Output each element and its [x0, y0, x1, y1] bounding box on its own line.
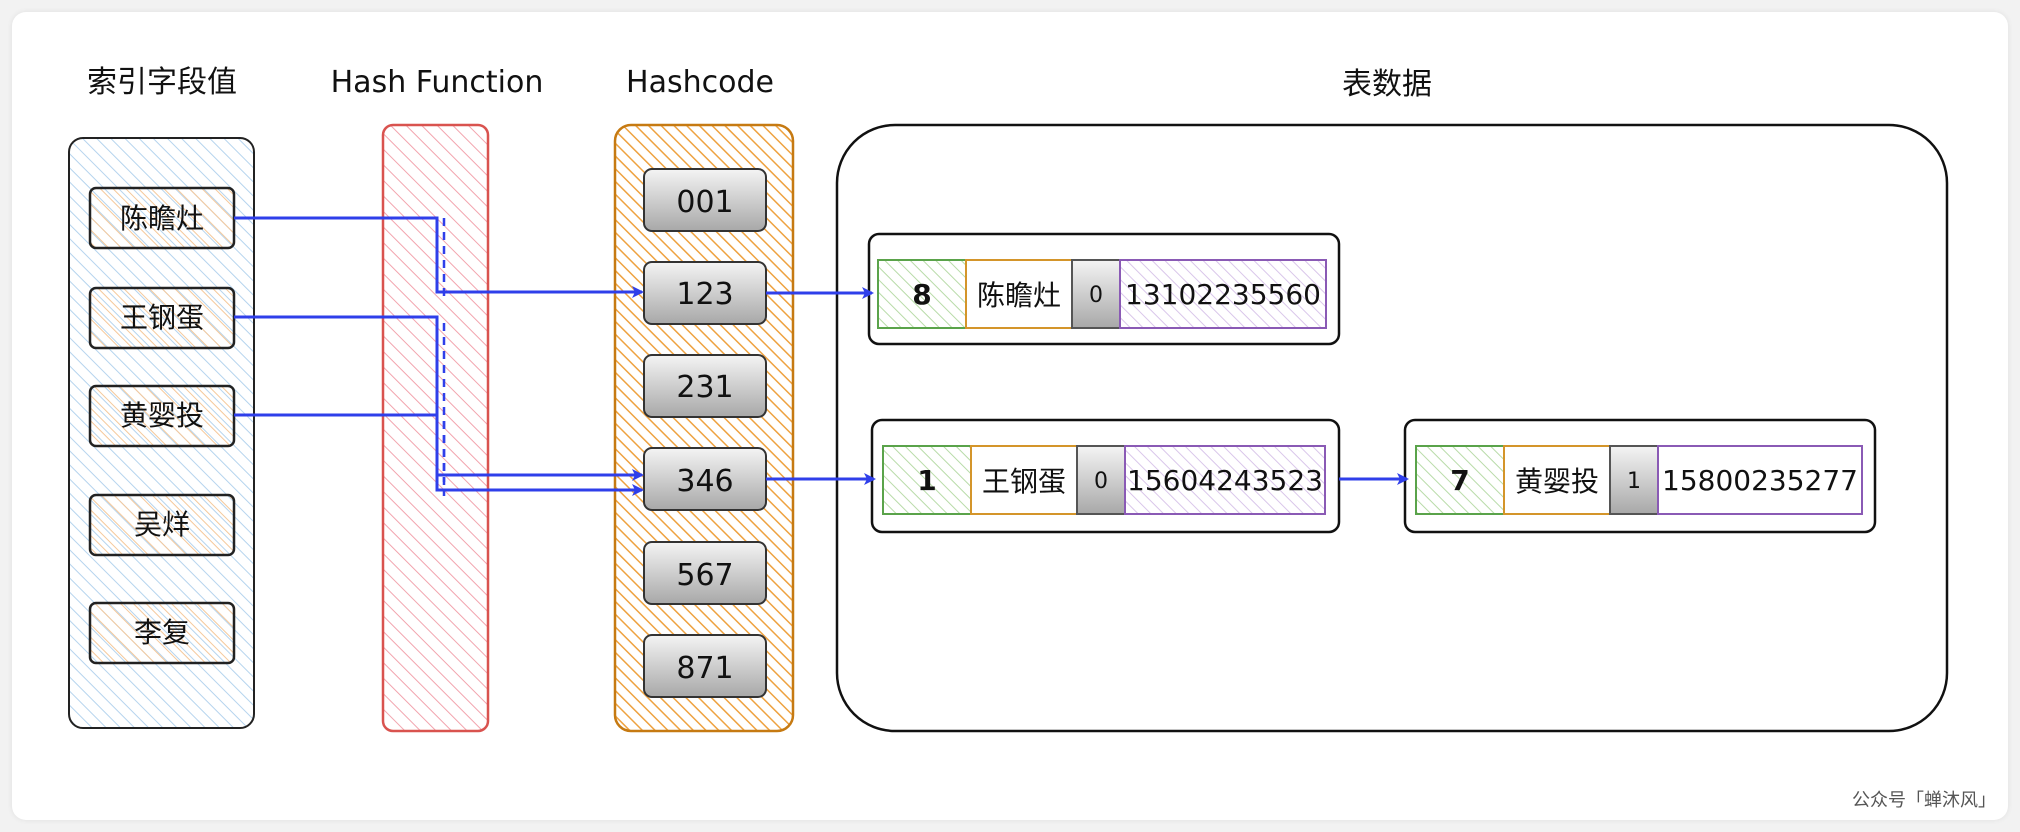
arrow-index-to-hashcode: [234, 216, 644, 298]
index-value-item: 王钢蛋: [88, 286, 236, 350]
mapping-arrows: [234, 216, 1409, 496]
hashcode-text: 001: [676, 185, 733, 220]
record-id-cell: [877, 259, 967, 329]
record-pointer-text: 0: [1089, 283, 1103, 308]
record-row: 7 黄婴投 1 15800235277: [1403, 418, 1877, 534]
hashcode-text: 346: [676, 464, 733, 499]
record-phone-cell: [1119, 259, 1327, 329]
record-phone-text: 15604243523: [1127, 464, 1323, 497]
hashcode-item: 231: [643, 354, 767, 418]
index-value-item: 陈瞻灶: [88, 186, 236, 250]
hashcode-text: 567: [676, 558, 733, 593]
record-id-text: 7: [1450, 464, 1469, 497]
record-name-text: 王钢蛋: [982, 465, 1066, 498]
record-row: 8 陈瞻灶 0 13102235560: [867, 232, 1341, 346]
arrow-index-to-hashcode: [234, 315, 644, 481]
record-id-text: 8: [912, 278, 931, 311]
record-row: 1 王钢蛋 0 15604243523: [870, 418, 1341, 534]
record-name-text: 陈瞻灶: [977, 279, 1061, 312]
hashcode-item: 346: [643, 447, 767, 511]
hashcode-text: 231: [676, 370, 733, 405]
record-name-text: 黄婴投: [1515, 465, 1599, 498]
record-id-text: 1: [917, 464, 936, 497]
index-value-text: 吴烊: [134, 508, 190, 541]
record-name-cell: [1503, 445, 1611, 515]
hashcode-title: Hashcode: [626, 65, 774, 100]
arrow-index-to-hashcode: [234, 413, 644, 496]
record-phone-text: 15800235277: [1662, 464, 1858, 497]
hashcode-item: 001: [643, 168, 767, 232]
hashcode-list: 001 123 231 346 567 871: [643, 168, 767, 698]
table-data-title: 表数据: [1342, 67, 1432, 102]
record-phone-cell: [1124, 445, 1326, 515]
table-data-container: [835, 123, 1949, 733]
hashcode-text: 123: [676, 277, 733, 312]
hashcode-text: 871: [676, 651, 733, 686]
record-phone-text: 13102235560: [1125, 278, 1321, 311]
index-value-item: 李复: [88, 601, 236, 665]
hashcode-item: 123: [643, 261, 767, 325]
diagram-canvas: 索引字段值 Hash Function Hashcode 表数据 陈瞻灶 王钢蛋…: [12, 12, 2008, 820]
index-value-text: 陈瞻灶: [120, 202, 204, 235]
watermark-text: 公众号「蝉沐风」: [1852, 790, 1996, 811]
index-value-text: 李复: [134, 616, 190, 649]
index-value-text: 黄婴投: [120, 399, 204, 432]
diagram-svg: 索引字段值 Hash Function Hashcode 表数据 陈瞻灶 王钢蛋…: [68, 65, 1996, 811]
hashcode-item: 871: [643, 634, 767, 698]
record-name-cell: [965, 259, 1073, 329]
record-phone-cell: [1657, 445, 1863, 515]
record-pointer-text: 0: [1094, 469, 1108, 494]
record-name-cell: [970, 445, 1078, 515]
index-value-text: 王钢蛋: [120, 301, 204, 334]
index-value-item: 黄婴投: [88, 384, 236, 448]
record-pointer-cell: [1071, 259, 1121, 329]
index-value-item: 吴烊: [88, 493, 236, 557]
record-pointer-text: 1: [1627, 469, 1641, 494]
hash-function-title: Hash Function: [331, 65, 544, 100]
index-field-title: 索引字段值: [87, 65, 237, 100]
record-pointer-cell: [1609, 445, 1659, 515]
hashcode-item: 567: [643, 541, 767, 605]
